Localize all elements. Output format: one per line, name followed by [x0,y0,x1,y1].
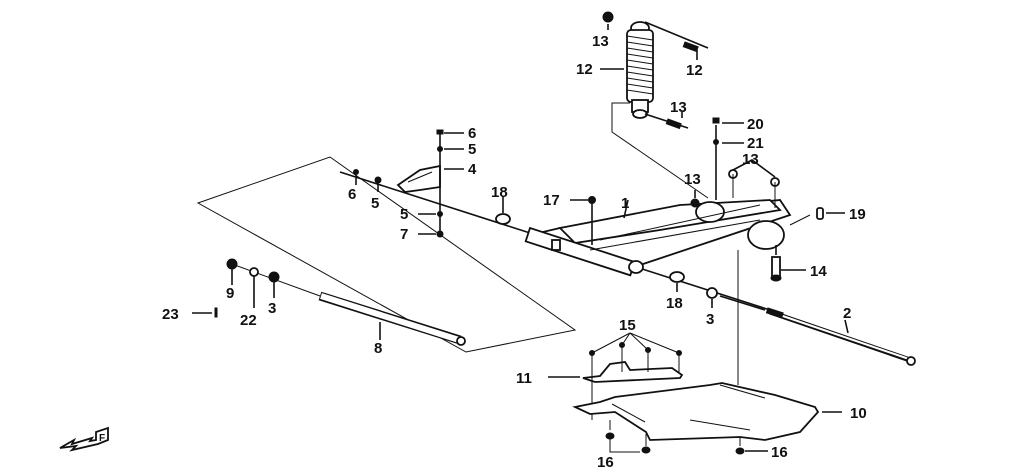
callout-3: 3 [268,300,276,317]
callout-23: 23 [162,306,179,323]
callout-12: 12 [686,62,703,79]
bolt-12-lower [665,118,682,130]
callout-22: 22 [240,312,257,329]
callout-5: 5 [371,195,379,212]
washer-3-left [268,271,280,283]
axle-bolt [765,307,916,366]
shock-link-line [611,102,709,199]
front-direction-icon: F [59,426,109,452]
pivot-shaft [318,291,466,346]
callout-2: 2 [843,305,851,322]
callout-6: 6 [468,125,476,142]
bushing-18-left [495,213,511,225]
callout-18: 18 [666,295,683,312]
shock-absorber [626,21,654,119]
callout-9: 10 [850,405,867,422]
callout-16: 16 [597,454,614,471]
bolt-14 [771,256,781,278]
callout-10: 11 [516,370,532,387]
callout-12: 13 [670,99,687,116]
guard-plate [582,361,684,383]
callout-18: 18 [491,184,508,201]
washer-3-right [706,287,718,299]
callout-5: 5 [468,141,476,158]
callout-7: 8 [374,340,382,357]
swing-arm [524,199,792,277]
callout-19: 19 [849,206,866,223]
bushing-18-right [669,271,685,283]
callout-1: 1 [621,195,629,212]
callout-21: 21 [747,135,764,152]
callout-labels: 13 12 12 13 20 21 13 13 19 14 17 1 18 18… [162,33,867,471]
callout-13: 13 [592,33,609,50]
callout-13: 13 [684,171,701,188]
callout-3: 3 [706,311,714,328]
callout-17: 17 [543,192,560,209]
nut-13-top [602,11,614,23]
cotter-pin-23 [214,307,218,318]
callout-11: 12 [576,61,593,78]
callout-13: 13 [742,151,759,168]
exploded-plane-outline [196,156,577,353]
callout-16: 16 [771,444,788,461]
front-direction-letter: F [99,433,105,444]
callout-15: 15 [619,317,636,334]
washer-22 [249,267,259,277]
callout-6: 7 [400,226,408,243]
bushing-19 [816,207,824,220]
callout-14: 14 [810,263,827,280]
callout-20: 20 [747,116,764,133]
nut-8 [226,258,238,270]
bolt-12-top [682,41,699,53]
callout-5: 5 [400,206,408,223]
callout-4: 4 [468,161,477,178]
bracket [396,164,441,193]
callout-6: 6 [348,186,356,203]
skid-plate [572,382,820,441]
callout-8: 9 [226,285,234,302]
